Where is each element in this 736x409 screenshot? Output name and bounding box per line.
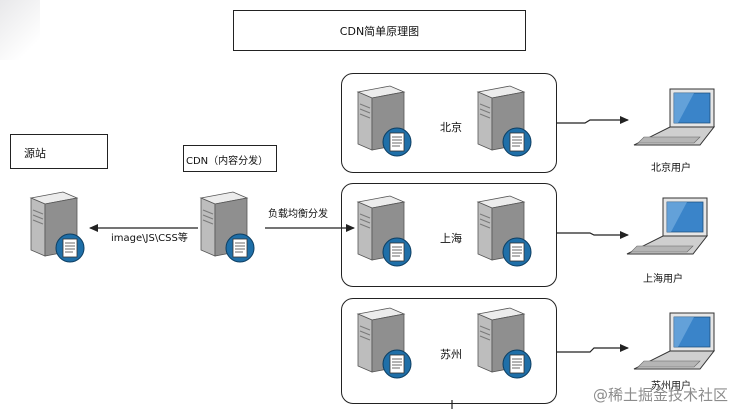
cdn-label: CDN（内容分发）: [186, 156, 269, 167]
cdn-label-box: CDN（内容分发）: [183, 145, 277, 172]
server-icon: [357, 195, 412, 267]
user-label-shanghai: 上海用户: [643, 274, 683, 285]
diagram-title: CDN简单原理图: [339, 25, 420, 38]
user-label-suzhou: 苏州用户: [651, 381, 691, 392]
server-icon: [357, 307, 412, 379]
origin-label-box: 源站: [10, 134, 108, 169]
server-icon: [477, 307, 532, 379]
server-icon: [200, 191, 255, 263]
region-node-label-suzhou: 苏州: [440, 348, 462, 361]
watermark: @稀土掘金技术社区: [592, 386, 728, 404]
server-icon: [357, 85, 412, 157]
server-icon: [30, 191, 85, 263]
arrow-beijing-to-user: [557, 116, 629, 124]
server-icon: [477, 85, 532, 157]
corner-shade: [0, 0, 40, 60]
laptop-icon: [633, 88, 715, 146]
arrow-origin-label: image\JS\CSS等: [111, 233, 188, 244]
user-label-beijing: 北京用户: [651, 163, 691, 174]
arrow-lb-label: 负载均衡分发: [268, 209, 328, 220]
arrow-suzhou-to-user: [557, 344, 629, 353]
laptop-icon: [633, 312, 715, 370]
title-box: CDN简单原理图: [233, 10, 526, 51]
region-node-label-shanghai: 上海: [440, 232, 462, 245]
server-icon: [477, 195, 532, 267]
region-node-label-beijing: 北京: [440, 121, 462, 134]
laptop-icon: [626, 197, 708, 255]
arrow-shanghai-to-user: [557, 231, 629, 239]
origin-label: 源站: [24, 147, 46, 160]
